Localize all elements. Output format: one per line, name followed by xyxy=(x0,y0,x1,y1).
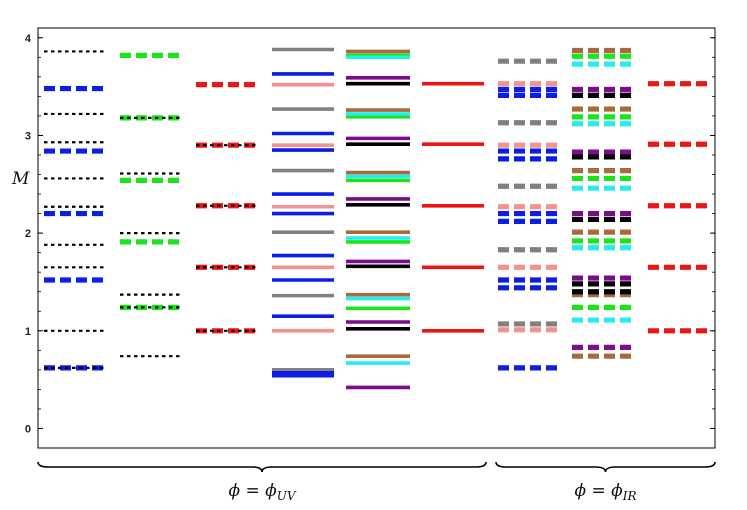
y-tick-label: 3 xyxy=(25,130,31,142)
brace-label-ir: ϕ = ϕIR xyxy=(574,481,636,503)
level-lines xyxy=(44,47,708,390)
y-tick-label: 4 xyxy=(25,33,32,45)
brace-label-uv: ϕ = ϕUV xyxy=(228,481,296,503)
brace-ir xyxy=(495,461,716,473)
brace-uv xyxy=(37,461,487,473)
plot-frame xyxy=(37,27,716,449)
y-axis-title: M xyxy=(11,169,30,189)
y-tick-label: 0 xyxy=(25,423,31,435)
braces: ϕ = ϕUV ϕ = ϕIR xyxy=(37,461,716,503)
y-axis-ticks: 0 1 2 3 4 xyxy=(25,33,715,435)
y-tick-label: 1 xyxy=(25,326,31,338)
y-tick-label: 2 xyxy=(25,228,31,240)
